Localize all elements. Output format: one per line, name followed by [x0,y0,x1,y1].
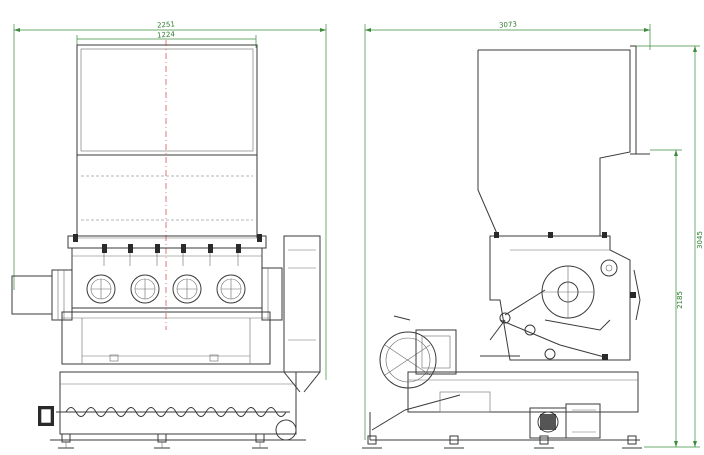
overall-height-label: 3045 [696,231,704,249]
knife-bolts [73,234,262,266]
overall-depth-dimension: 3073 [364,20,651,440]
front-view: 2251 1224 [11,20,327,449]
front-feet [50,433,306,449]
hopper [76,44,258,239]
lower-frame [61,311,271,365]
overall-width-label: 2251 [157,20,175,29]
screw-conveyor [38,371,297,441]
side-pulley [379,315,457,389]
right-gearbox [261,235,321,393]
hopper-width-dimension: 1224 [76,30,257,48]
left-motor [11,269,73,321]
side-body [480,232,641,361]
body-height-dimension: 2185 [650,149,684,447]
side-view: 3073 3045 2185 [362,20,704,449]
hopper-width-label: 1224 [157,30,176,39]
side-feet [362,435,642,449]
overall-height-dimension: 3045 [636,45,704,448]
overall-depth-label: 3073 [499,20,517,29]
side-frame [369,371,640,441]
rotor-wheels [86,274,246,304]
body-height-label: 2185 [676,291,684,309]
overall-width-dimension: 2251 [13,20,327,380]
side-hopper [477,45,650,237]
